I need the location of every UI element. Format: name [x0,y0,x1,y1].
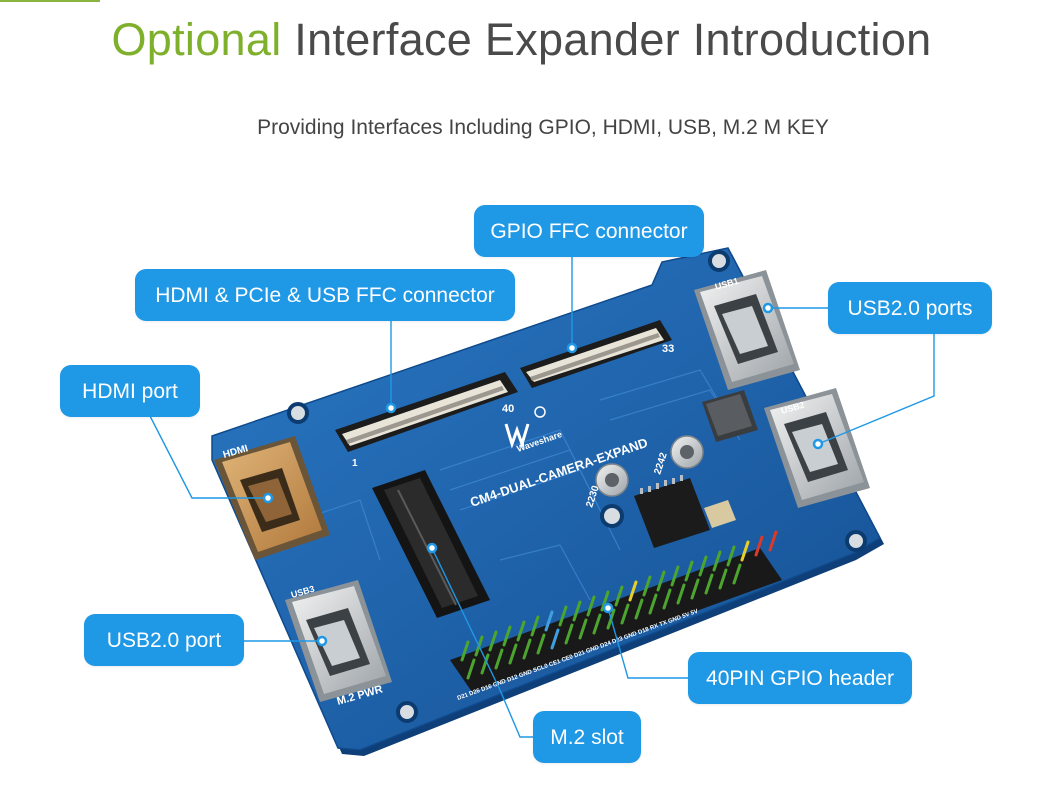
callout-hdmi-port: HDMI port [60,365,200,417]
ffc-pin33-silk: 33 [662,343,674,355]
components [634,390,758,548]
standoffs [595,435,704,497]
waveshare-logo-icon [504,406,546,449]
ffc-connector-40pin [335,372,518,452]
page-subtitle: Providing Interfaces Including GPIO, HDM… [257,116,829,139]
page-title: Optional Interface Expander Introduction [0,14,1043,66]
callout-m2-slot: M.2 slot [533,711,641,763]
ffc-pin40-silk: 40 [502,403,514,415]
pcb-board [211,247,884,756]
callout-hdmi-pcie-usb-ffc-connector: HDMI & PCIe & USB FFC connector [135,269,515,321]
callout-gpio-ffc-connector: GPIO FFC connector [474,205,704,257]
pin-one-silk: 1 [352,458,358,469]
callout-leader-dots [262,302,824,647]
gpio-header-graphic [450,530,782,692]
title-rest: Interface Expander Introduction [281,14,932,65]
top-accent-bar [0,0,100,2]
callout-leader-lines [149,256,935,738]
mounting-holes [287,250,867,723]
callout-gpio-header: 40PIN GPIO header [688,652,912,704]
callout-usb-port: USB2.0 port [84,614,244,666]
ffc-connector-small [520,320,672,388]
callout-usb-ports: USB2.0 ports [828,282,992,334]
usb-port-single-graphic [285,580,392,702]
title-accent: Optional [111,14,282,65]
